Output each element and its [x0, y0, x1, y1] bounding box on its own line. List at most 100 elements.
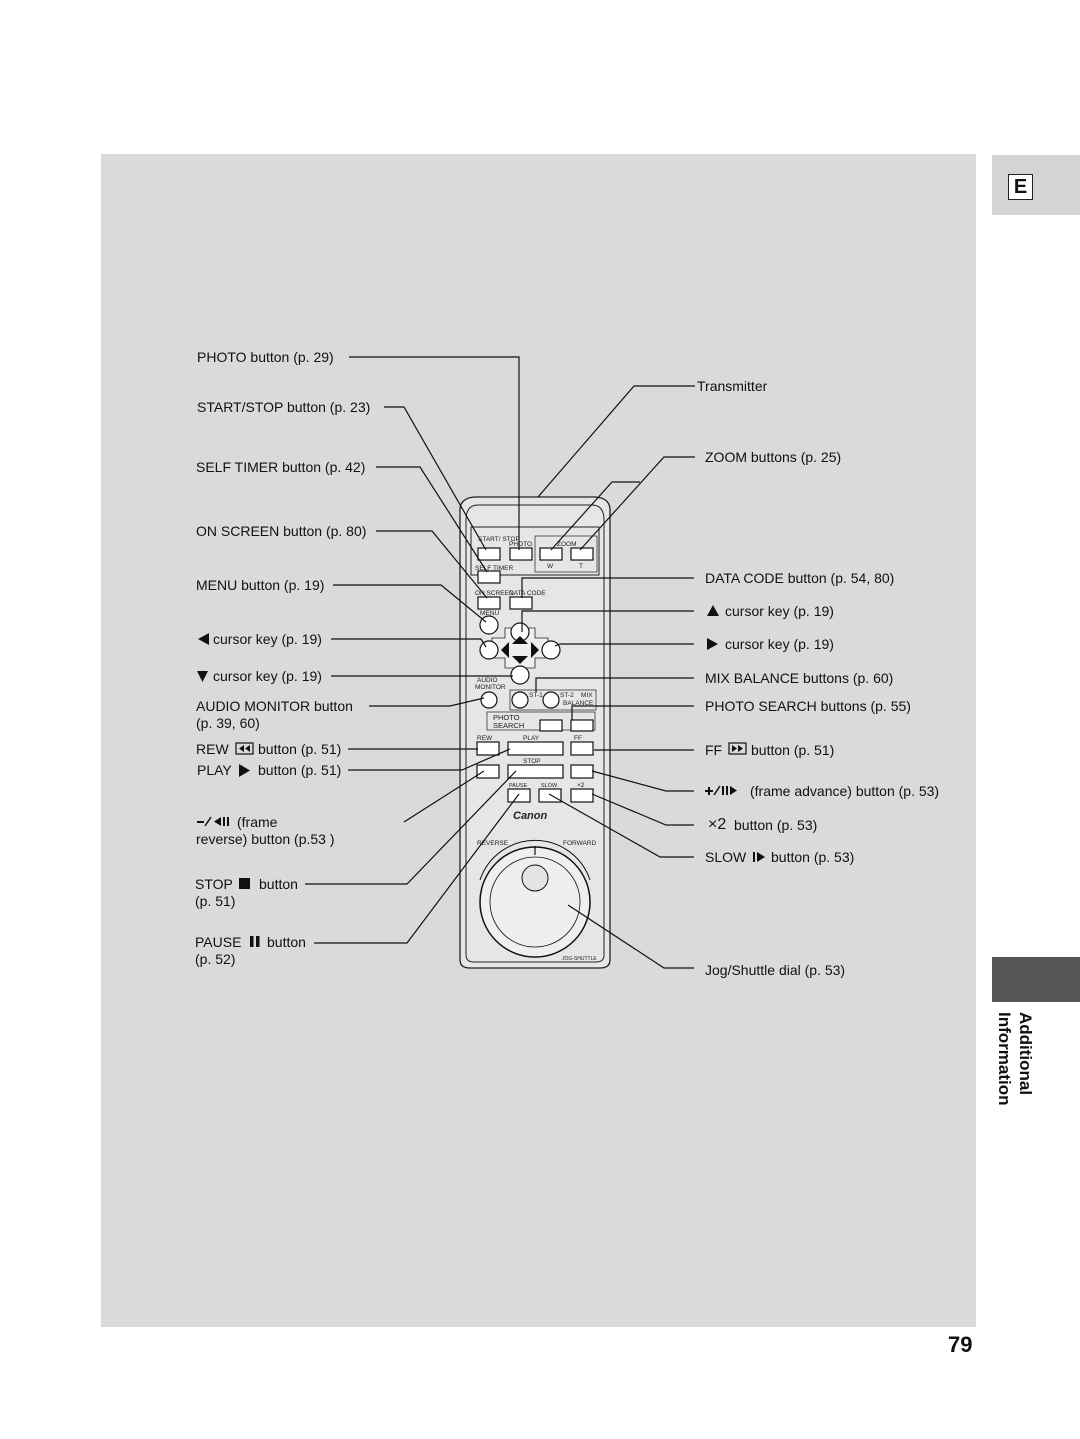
- rm-st2: ST-2: [560, 692, 574, 699]
- rm-audio: AUDIO: [477, 677, 498, 684]
- photo-search-callout: PHOTO SEARCH buttons (p. 55): [705, 698, 911, 714]
- frame-rev-btn: [476, 764, 500, 779]
- rm-photo-s: PHOTO: [493, 713, 520, 722]
- rm-reverse: REVERSE: [477, 840, 509, 847]
- frame-advance-icon: [705, 785, 737, 796]
- cursor-up-callout: cursor key (p. 19): [725, 603, 834, 619]
- rm-ff: FF: [574, 735, 582, 742]
- triangle-right-icon: [707, 638, 718, 650]
- rm-search: SEARCH: [493, 721, 524, 730]
- stop-icon: [239, 878, 250, 889]
- pause-callout-ref: (p. 52): [195, 951, 236, 967]
- slow-btn: [538, 788, 562, 803]
- stop-btn: [507, 764, 564, 779]
- page-number: 79: [948, 1332, 973, 1357]
- rew-btn: [476, 741, 500, 756]
- stop-callout-label: STOP: [195, 876, 233, 892]
- x2-callout-ref: button (p. 53): [734, 817, 818, 833]
- pause-callout-label: PAUSE: [195, 934, 242, 950]
- rm-forward: FORWARD: [563, 840, 597, 847]
- rew-icon: [235, 742, 254, 755]
- rm-balance: BALANCE: [563, 700, 594, 707]
- audio-monitor-callout-2: (p. 39, 60): [196, 715, 260, 731]
- play-icon: [239, 764, 250, 777]
- data-code-btn: [509, 596, 533, 610]
- rm-w: W: [547, 563, 554, 570]
- slow-callout-ref: button (p. 53): [771, 849, 855, 865]
- left-btn: [479, 640, 499, 660]
- on-screen-btn: [477, 596, 501, 610]
- start-stop-btn: [477, 547, 501, 561]
- jog-dial: [479, 839, 591, 958]
- right-btn: [541, 640, 561, 660]
- rm-mix: MIX: [581, 692, 593, 699]
- transmitter-callout: Transmitter: [697, 378, 768, 394]
- self-timer-callout: SELF TIMER button (p. 42): [196, 459, 366, 475]
- data-code-callout: DATA CODE button (p. 54, 80): [705, 570, 895, 586]
- search-fwd-btn: [570, 719, 594, 732]
- remote-buttons: [476, 547, 594, 803]
- section-tab: [992, 155, 1080, 215]
- x2-btn: [570, 788, 594, 803]
- photo-btn: [509, 547, 533, 561]
- pause-btn: [507, 788, 531, 803]
- rm-t: T: [579, 563, 583, 570]
- rm-st1: ST-1: [529, 692, 543, 699]
- menu-callout: MENU button (p. 19): [196, 577, 325, 593]
- audio-monitor-btn: [480, 691, 498, 709]
- remote-labels: START/ STOP PHOTO ZOOM W T SELF TIMER ON…: [475, 536, 597, 962]
- pause-callout-button: button: [267, 934, 306, 950]
- frame-reverse-icon: [197, 816, 229, 827]
- triangle-left-icon: [198, 633, 209, 645]
- rm-on-screen: ON SCREEN: [475, 590, 514, 597]
- x2-callout-label: ×2: [708, 816, 727, 833]
- remote-dpad-arrows: [501, 636, 539, 664]
- self-timer-btn: [477, 570, 501, 584]
- stop-callout-ref: (p. 51): [195, 893, 236, 909]
- start-stop-callout: START/STOP button (p. 23): [197, 399, 371, 415]
- rm-self-timer: SELF TIMER: [475, 565, 513, 572]
- ff-btn: [570, 741, 594, 756]
- mix-balance-callout: MIX BALANCE buttons (p. 60): [705, 670, 894, 686]
- ff-icon: [728, 742, 747, 755]
- rew-callout-label: REW: [196, 741, 229, 757]
- rm-start-stop: START/ STOP: [478, 536, 520, 543]
- callout-icons: [197, 605, 765, 947]
- search-back-btn: [539, 719, 563, 732]
- chapter-tab: [992, 957, 1080, 1002]
- rew-callout-ref: button (p. 51): [258, 741, 342, 757]
- rm-rew: REW: [477, 735, 493, 742]
- zoom-w-btn: [539, 547, 563, 561]
- photo-callout: PHOTO button (p. 29): [197, 349, 334, 365]
- ff-callout-label: FF: [705, 742, 723, 758]
- rm-data-code: DATA CODE: [509, 590, 546, 597]
- play-btn: [507, 741, 564, 756]
- cursor-down-callout: cursor key (p. 19): [213, 668, 322, 684]
- frame-reverse-callout-1: (frame: [237, 814, 278, 830]
- on-screen-callout: ON SCREEN button (p. 80): [196, 523, 367, 539]
- triangle-down-icon: [197, 671, 208, 682]
- remote-body: [459, 496, 611, 969]
- frame-adv-btn: [570, 764, 594, 779]
- rm-stop: STOP: [523, 758, 541, 765]
- rm-zoom: ZOOM: [557, 541, 577, 548]
- leader-lines: [305, 356, 695, 969]
- frame-advance-callout: (frame advance) button (p. 53): [750, 783, 940, 799]
- zoom-t-btn: [570, 547, 594, 561]
- st1-btn: [511, 691, 529, 709]
- jog-callout: Jog/Shuttle dial (p. 53): [705, 962, 846, 978]
- cursor-left-callout: cursor key (p. 19): [213, 631, 322, 647]
- zoom-callout: ZOOM buttons (p. 25): [705, 449, 842, 465]
- rm-monitor: MONITOR: [475, 684, 506, 691]
- triangle-up-icon: [707, 605, 719, 616]
- play-callout-label: PLAY: [197, 762, 232, 778]
- slow-callout-label: SLOW: [705, 849, 747, 865]
- rm-menu: MENU: [480, 610, 499, 617]
- cursor-right-callout: cursor key (p. 19): [725, 636, 834, 652]
- down-btn-circle: [510, 665, 530, 685]
- slow-icon: [753, 852, 765, 862]
- rm-play: PLAY: [523, 735, 540, 742]
- rm-photo: PHOTO: [509, 541, 532, 548]
- frame-reverse-callout-2: reverse) button (p.53 ): [196, 831, 335, 847]
